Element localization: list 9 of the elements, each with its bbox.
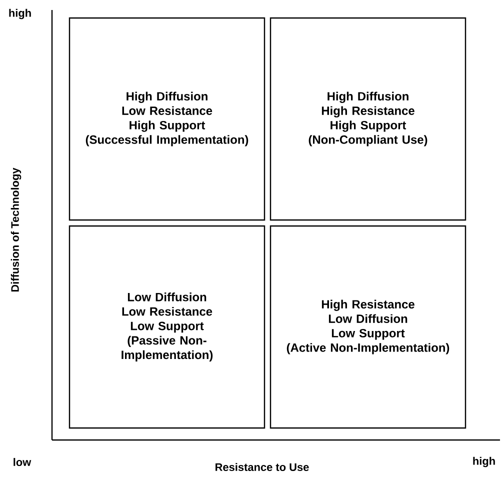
quadrant-box: High Diffusion High Resistance High Support (Non-Compliant Use) [270,17,466,221]
axis-title: Resistance to Use [216,462,309,472]
axis-end-label: low [14,458,32,466]
quadrant-box: High Diffusion Low Resistance High Support (Successful Implementation) [68,17,266,221]
axis-end-label: high [473,456,495,468]
quadrant-box: Low Diffusion Low Resistance Low Support (Passive Non-Implementation) [68,225,266,429]
axis-title: Diffusion of Technology [10,168,22,292]
quadrant-box: High Resistance Low Diffusion Low Support (Active Non-Implementation) [270,225,466,429]
axis-end-label: high [9,8,31,20]
